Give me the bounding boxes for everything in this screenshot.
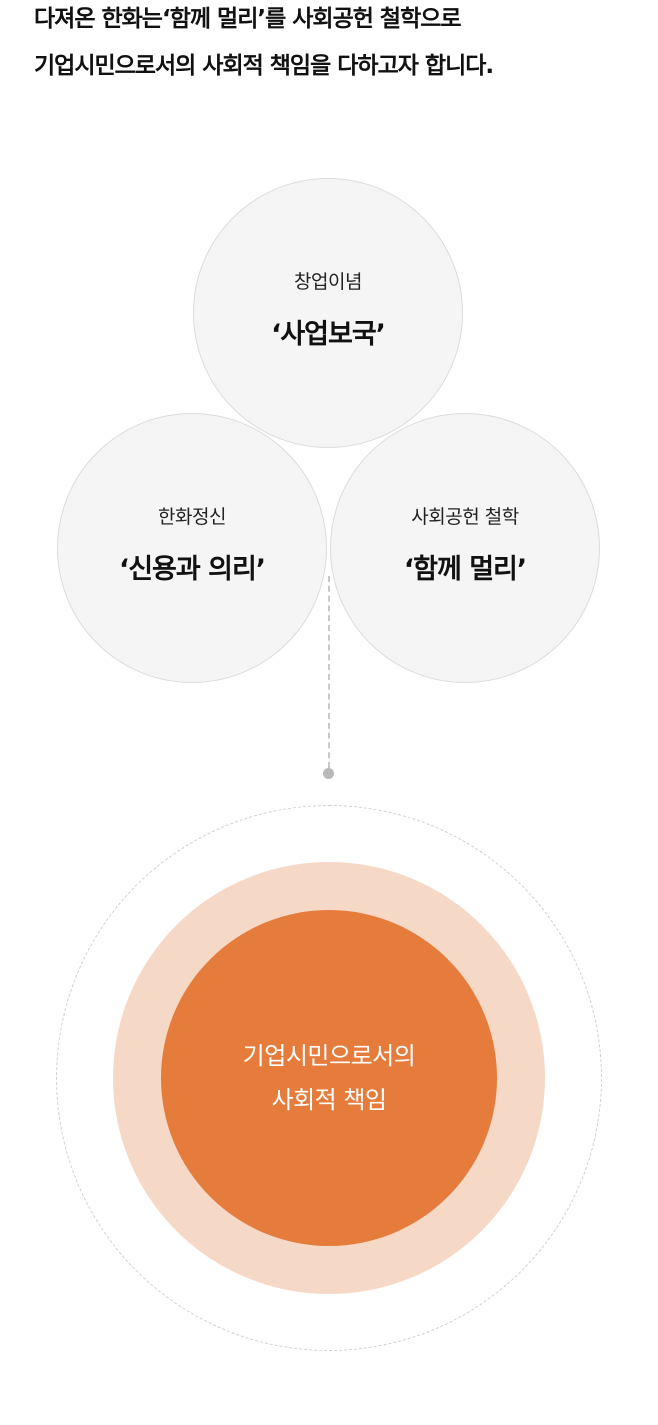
core-circle: 기업시민으로서의 사회적 책임 (161, 910, 497, 1246)
circle-label: 창업이념 (294, 271, 362, 293)
circle-csr-philosophy: 사회공헌 철학 ‘함께 멀리’ (330, 413, 600, 683)
dashed-connector-line (328, 576, 330, 768)
circle-hanwha-spirit: 한화정신 ‘신용과 의리’ (57, 413, 327, 683)
circle-founding-philosophy: 창업이념 ‘사업보국’ (193, 178, 463, 448)
core-line-1: 기업시민으로서의 (242, 1042, 416, 1070)
circle-label: 한화정신 (158, 506, 226, 528)
circle-value: ‘사업보국’ (271, 319, 386, 350)
intro-line-2: 기업시민으로서의 사회적 책임을 다하고자 합니다. (34, 53, 494, 79)
intro-line-1: 다져온 한화는‘함께 멀리’를 사회공헌 철학으로 (34, 6, 462, 32)
circle-value: ‘신용과 의리’ (118, 554, 266, 585)
circle-value: ‘함께 멀리’ (403, 554, 527, 585)
outer-dashed-ring (56, 805, 602, 1351)
circle-label: 사회공헌 철학 (411, 506, 519, 528)
connector-dot (323, 768, 334, 779)
core-line-2: 사회적 책임 (271, 1086, 387, 1114)
